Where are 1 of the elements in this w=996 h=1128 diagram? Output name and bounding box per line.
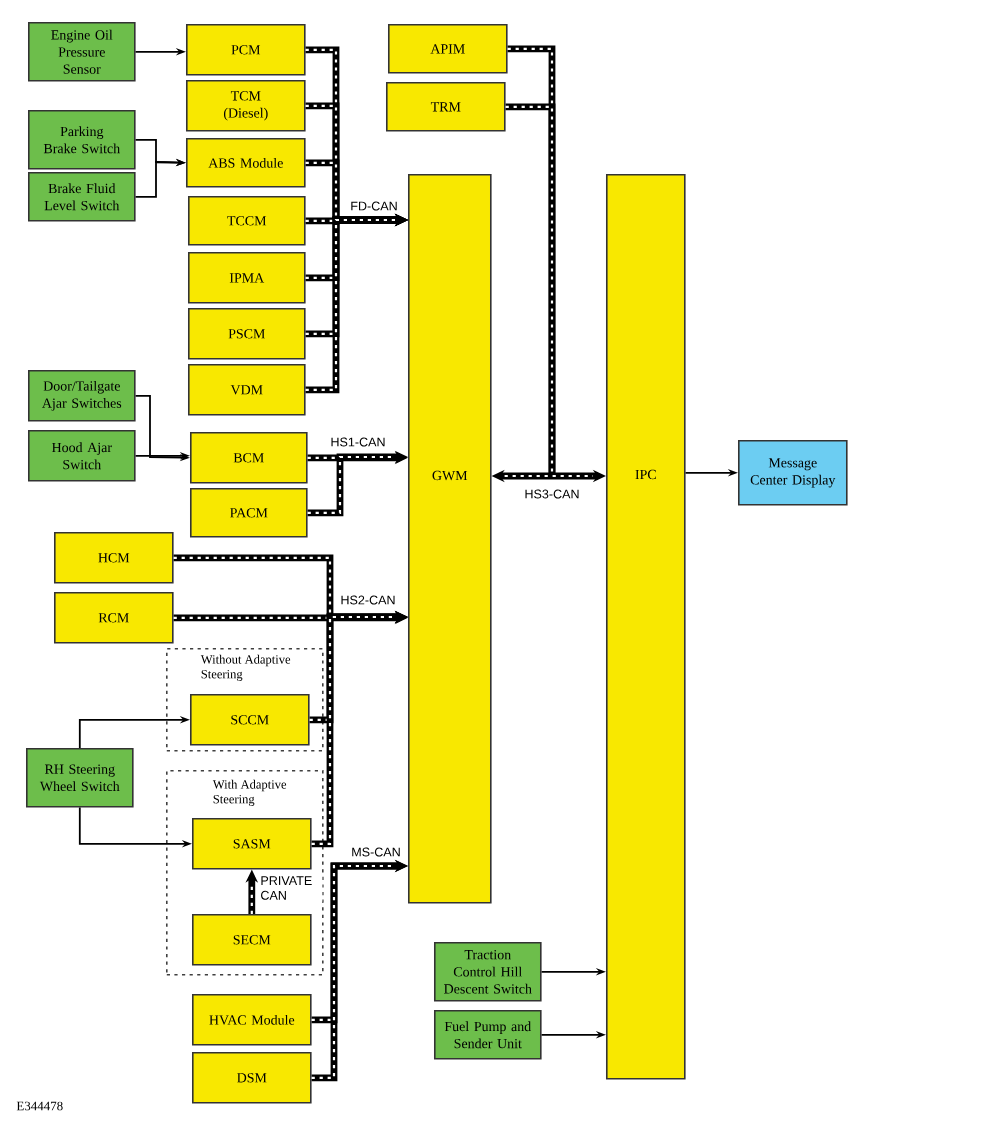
bus-line — [505, 103, 556, 476]
